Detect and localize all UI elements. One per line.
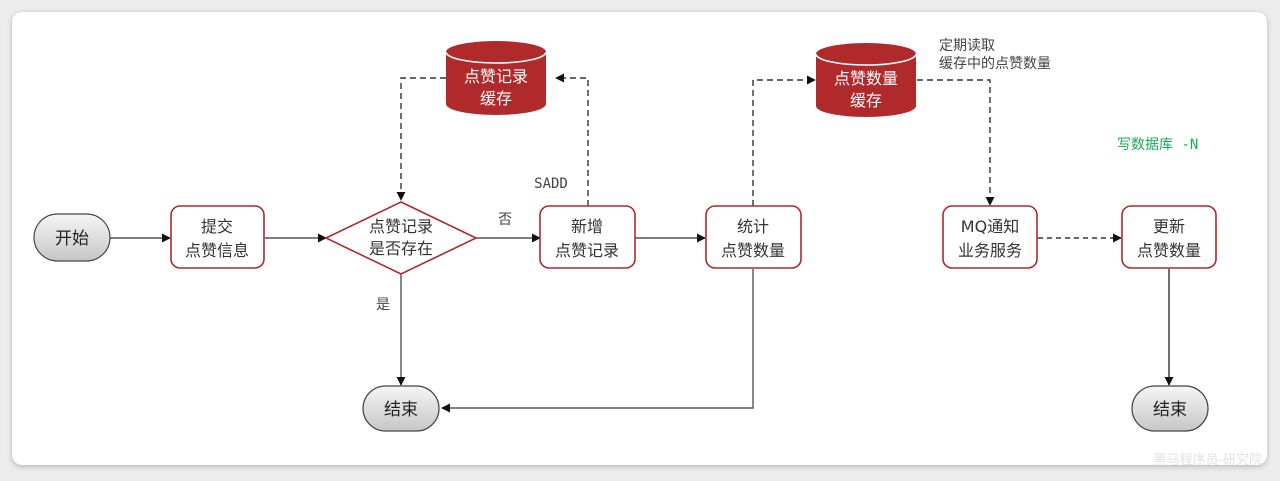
count-cache-line-1: 点赞数量 <box>834 69 898 88</box>
record-exists-decision[interactable]: 点赞记录 是否存在 <box>324 201 478 275</box>
edge-record-cache-to-decision <box>396 77 446 201</box>
add-record-line-1: 新增 <box>571 217 603 236</box>
update-line-2: 点赞数量 <box>1137 241 1201 260</box>
mq-line-1: MQ通知 <box>961 217 1019 236</box>
update-count-node[interactable]: 更新 点赞数量 <box>1121 205 1217 269</box>
record-cache-database[interactable]: 点赞记录 缓存 <box>445 41 547 115</box>
edge-add-to-record-cache <box>555 73 589 206</box>
end-left-label: 结束 <box>384 400 418 420</box>
count-line-1: 统计 <box>737 217 769 236</box>
mq-notify-node[interactable]: MQ通知 业务服务 <box>942 205 1038 269</box>
note-periodic-read-line-2: 缓存中的点赞数量 <box>939 56 1051 72</box>
record-cache-line-1: 点赞记录 <box>464 67 528 86</box>
note-write-db: 写数据库 -N <box>1117 137 1198 153</box>
add-record-node[interactable]: 新增 点赞记录 <box>539 205 636 269</box>
record-cache-line-2: 缓存 <box>480 89 512 108</box>
edge-label-no: 否 <box>498 212 512 228</box>
submit-line-2: 点赞信息 <box>185 241 249 260</box>
add-record-line-2: 点赞记录 <box>555 241 619 260</box>
start-terminal[interactable]: 开始 <box>33 213 111 262</box>
mq-line-2: 业务服务 <box>958 241 1022 260</box>
submit-like-node[interactable]: 提交 点赞信息 <box>170 205 265 269</box>
watermark: 黑马程序员-研究院 <box>1154 453 1262 468</box>
edge-count-to-end <box>441 269 754 413</box>
count-cache-line-2: 缓存 <box>850 91 882 110</box>
edge-label-sadd: SADD <box>534 176 568 192</box>
count-cache-database[interactable]: 点赞数量 缓存 <box>815 43 917 117</box>
end-terminal-right[interactable]: 结束 <box>1131 385 1209 432</box>
count-line-2: 点赞数量 <box>721 241 785 260</box>
count-likes-node[interactable]: 统计 点赞数量 <box>705 205 802 269</box>
end-right-label: 结束 <box>1153 400 1187 420</box>
note-periodic-read-line-1: 定期读取 <box>939 37 995 54</box>
submit-line-1: 提交 <box>201 217 233 236</box>
edge-label-yes: 是 <box>376 297 390 313</box>
edge-count-to-count-cache <box>752 75 816 206</box>
start-label: 开始 <box>55 229 89 249</box>
update-line-1: 更新 <box>1153 217 1185 236</box>
decision-line-2: 是否存在 <box>369 239 433 258</box>
edge-count-cache-to-mq <box>917 79 995 206</box>
edges <box>110 73 1174 413</box>
decision-line-1: 点赞记录 <box>369 217 433 236</box>
end-terminal-left[interactable]: 结束 <box>362 385 440 432</box>
